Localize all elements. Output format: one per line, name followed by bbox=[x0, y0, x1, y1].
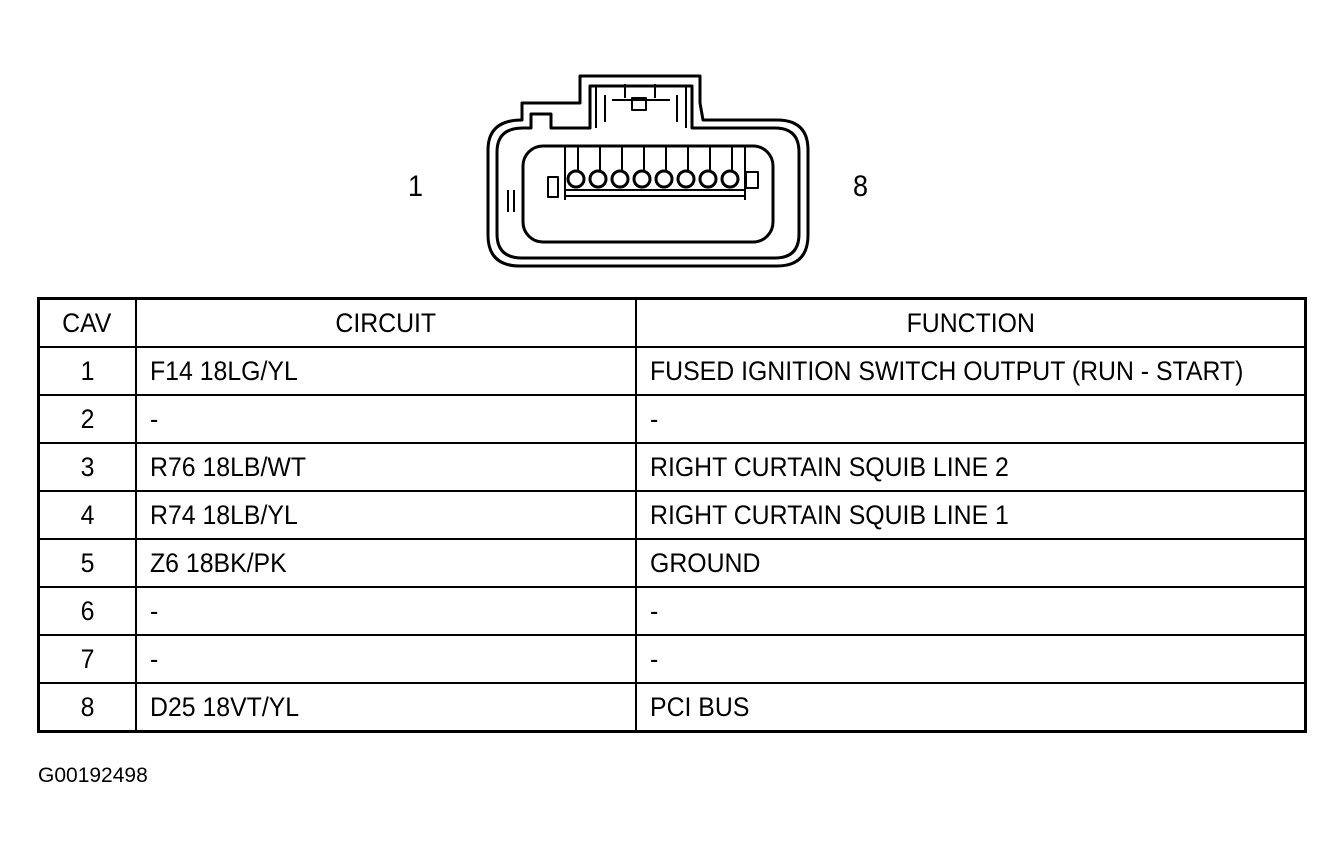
function-cell: - bbox=[634, 586, 1307, 636]
function-cell: PCI BUS bbox=[634, 682, 1307, 733]
table-header-row: CAV CIRCUIT FUNCTION bbox=[37, 297, 1307, 348]
side-slot bbox=[507, 190, 515, 212]
circuit-header: CIRCUIT bbox=[134, 297, 637, 348]
circuit-cell: Z6 18BK/PK bbox=[134, 538, 637, 588]
table-row: 6 - - bbox=[37, 586, 1307, 636]
table-row: 4 R74 18LB/YL RIGHT CURTAIN SQUIB LINE 1 bbox=[37, 490, 1307, 540]
pin-8-label: 8 bbox=[853, 170, 869, 203]
circuit-cell: R74 18LB/YL bbox=[134, 490, 637, 540]
cav-cell: 7 bbox=[37, 634, 137, 684]
function-cell: RIGHT CURTAIN SQUIB LINE 1 bbox=[634, 490, 1307, 540]
function-cell: - bbox=[634, 634, 1307, 684]
connector-face-diagram bbox=[486, 74, 810, 268]
terminal-pin-3 bbox=[610, 169, 630, 189]
function-cell: RIGHT CURTAIN SQUIB LINE 2 bbox=[634, 442, 1307, 492]
table-row: 1 F14 18LG/YL FUSED IGNITION SWITCH OUTP… bbox=[37, 346, 1307, 396]
function-cell: FUSED IGNITION SWITCH OUTPUT (RUN - STAR… bbox=[634, 346, 1307, 396]
terminal-pin-8 bbox=[720, 169, 740, 189]
terminal-cavity bbox=[521, 144, 775, 244]
terminal-pin-1 bbox=[566, 169, 586, 189]
left-key bbox=[547, 176, 559, 198]
latch-detail bbox=[595, 84, 687, 128]
table-row: 3 R76 18LB/WT RIGHT CURTAIN SQUIB LINE 2 bbox=[37, 442, 1307, 492]
cav-cell: 4 bbox=[37, 490, 137, 540]
function-cell: GROUND bbox=[634, 538, 1307, 588]
cav-cell: 5 bbox=[37, 538, 137, 588]
cav-cell: 6 bbox=[37, 586, 137, 636]
terminal-pin-4 bbox=[632, 169, 652, 189]
cav-cell: 2 bbox=[37, 394, 137, 444]
circuit-cell: - bbox=[134, 394, 637, 444]
table-row: 7 - - bbox=[37, 634, 1307, 684]
terminal-pin-6 bbox=[676, 169, 696, 189]
terminal-strip bbox=[565, 189, 745, 197]
figure-id: G00192498 bbox=[38, 764, 148, 787]
circuit-cell: F14 18LG/YL bbox=[134, 346, 637, 396]
function-header: FUNCTION bbox=[634, 297, 1307, 348]
latch-window bbox=[631, 97, 647, 111]
terminal-pin-5 bbox=[654, 169, 674, 189]
cav-cell: 1 bbox=[37, 346, 137, 396]
connector-housing-outer bbox=[486, 74, 810, 268]
table-row: 8 D25 18VT/YL PCI BUS bbox=[37, 682, 1307, 733]
terminal-pin-2 bbox=[588, 169, 608, 189]
connector-housing-inner bbox=[495, 84, 801, 260]
circuit-cell: D25 18VT/YL bbox=[134, 682, 637, 733]
cav-cell: 3 bbox=[37, 442, 137, 492]
table-row: 5 Z6 18BK/PK GROUND bbox=[37, 538, 1307, 588]
terminal-pin-7 bbox=[698, 169, 718, 189]
table-row: 2 - - bbox=[37, 394, 1307, 444]
circuit-cell: R76 18LB/WT bbox=[134, 442, 637, 492]
right-key bbox=[745, 171, 759, 189]
circuit-cell: - bbox=[134, 634, 637, 684]
cav-cell: 8 bbox=[37, 682, 137, 733]
function-cell: - bbox=[634, 394, 1307, 444]
terminal-dividers bbox=[564, 146, 746, 200]
circuit-cell: - bbox=[134, 586, 637, 636]
pinout-table: CAV CIRCUIT FUNCTION 1 F14 18LG/YL FUSED… bbox=[37, 297, 1307, 733]
pin-1-label: 1 bbox=[408, 170, 424, 203]
cav-header: CAV bbox=[37, 297, 137, 348]
